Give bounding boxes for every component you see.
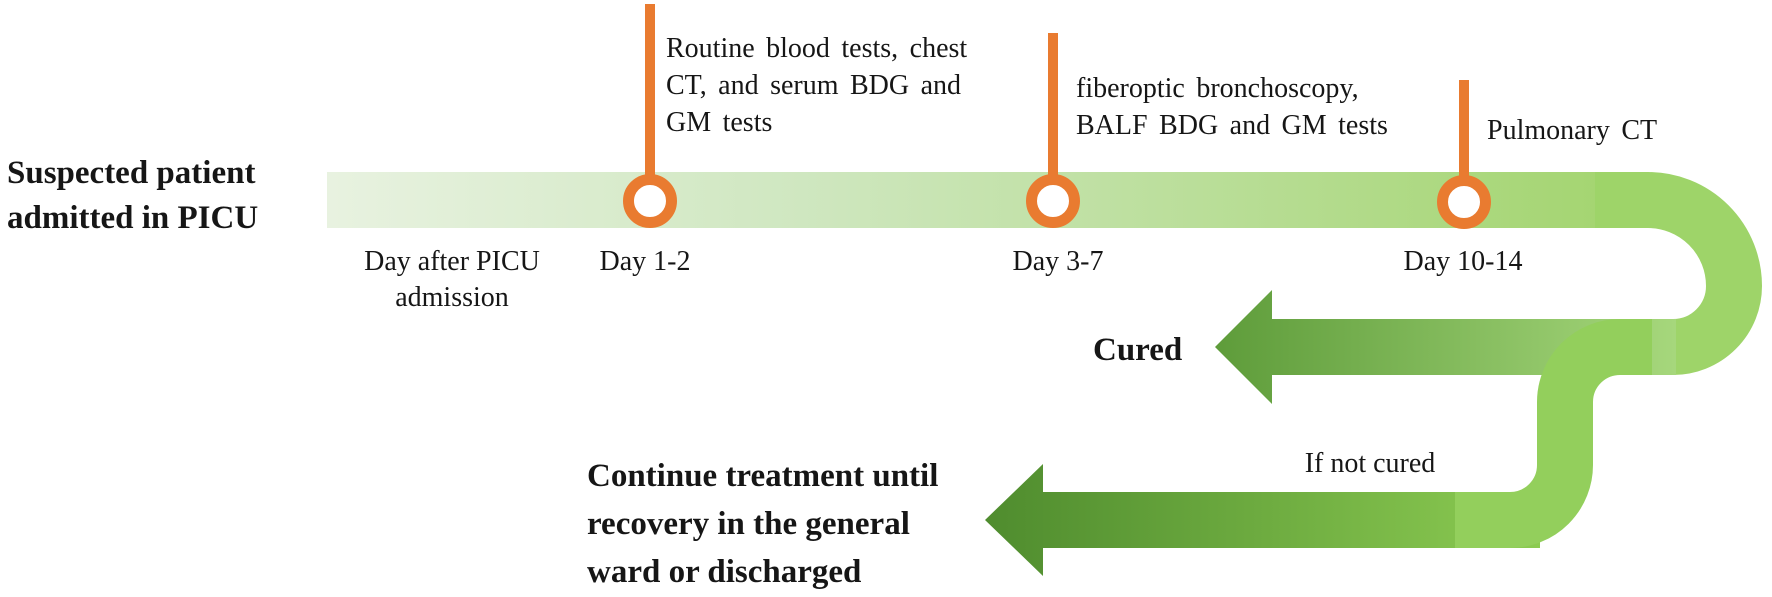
event-marker-1	[623, 4, 677, 228]
day-start-label: Day after PICU admission	[364, 246, 540, 313]
event-marker-1-ring-icon	[623, 174, 677, 228]
event-2-annotation: fiberoptic bronchoscopy, BALF BDG and GM…	[1076, 73, 1388, 141]
if-not-cured-label: If not cured	[1304, 448, 1436, 479]
if-not-cured-branch-pipe	[1455, 319, 1652, 548]
u-turn-pipe	[1595, 172, 1763, 375]
cured-arrow	[1215, 290, 1676, 404]
event-marker-3-ring-icon	[1437, 175, 1491, 229]
continue-treatment-label: Continue treatment until recovery in the…	[587, 458, 939, 590]
event-marker-2-ring-icon	[1026, 174, 1080, 228]
patient-admitted-label: Suspected patient admitted in PICU	[7, 155, 259, 236]
day-1-2-label: Day 1-2	[599, 246, 691, 277]
timeline-band	[327, 172, 1648, 228]
day-10-14-label: Day 10-14	[1403, 246, 1523, 277]
day-3-7-label: Day 3-7	[1012, 246, 1104, 277]
continue-treatment-arrow	[985, 464, 1540, 576]
event-1-annotation: Routine blood tests, chest CT, and serum…	[666, 33, 968, 138]
cured-label: Cured	[1093, 332, 1183, 368]
event-marker-3	[1437, 80, 1491, 229]
event-marker-2	[1026, 33, 1080, 228]
event-3-annotation: Pulmonary CT	[1487, 115, 1658, 146]
